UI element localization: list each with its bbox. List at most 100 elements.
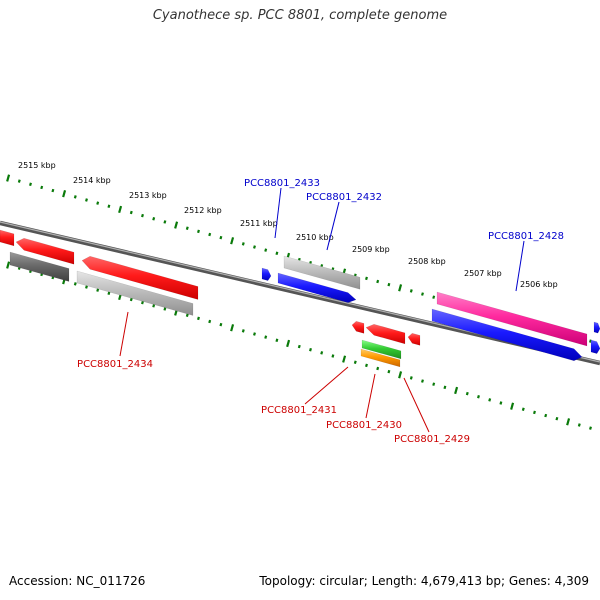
accession-text: Accession: NC_011726 <box>9 574 146 588</box>
tick-mark-upper <box>29 182 32 187</box>
gene-orange[interactable] <box>360 348 401 368</box>
gene-pcc8801-2432[interactable] <box>277 272 357 303</box>
kbp-tick-label: 2513 kbp <box>129 191 167 200</box>
tick-mark-lower <box>275 338 279 343</box>
gene-pcc8801-2431[interactable] <box>351 320 365 334</box>
gene-blue-right[interactable] <box>431 308 583 362</box>
tick-mark-upper <box>197 229 200 234</box>
tick-mark-lower <box>353 360 357 364</box>
gene-blue-edge-lower[interactable] <box>590 339 600 354</box>
tick-mark-lower <box>365 363 368 368</box>
tick-mark-lower <box>96 288 100 292</box>
tick-mark-upper <box>264 248 268 252</box>
tick-mark-lower <box>320 351 324 355</box>
tick-mark-lower <box>521 407 525 412</box>
genome-stats-text: Topology: circular; Length: 4,679,413 bp… <box>259 574 589 588</box>
tick-mark-lower <box>488 398 492 402</box>
tick-mark-upper <box>275 251 279 256</box>
kbp-tick-label: 2512 kbp <box>184 206 222 215</box>
tick-mark-upper <box>141 213 144 218</box>
gene-red-mid[interactable] <box>365 323 406 345</box>
tick-mark-lower <box>241 329 245 333</box>
gene-pcc8801-2433[interactable] <box>261 267 272 281</box>
tick-mark-upper <box>409 289 413 293</box>
tick-mark-lower <box>421 379 424 383</box>
tick-mark-upper <box>253 245 256 249</box>
tick-mark-upper <box>185 226 189 230</box>
tick-mark-upper <box>398 284 403 292</box>
tick-mark-lower <box>6 261 11 269</box>
tick-mark-upper <box>241 242 245 246</box>
gene-label-pcc8801-2431[interactable]: PCC8801_2431 <box>261 405 337 416</box>
tick-mark-lower <box>443 385 447 390</box>
kbp-tick-label: 2509 kbp <box>352 245 390 254</box>
tick-mark-lower <box>253 332 256 336</box>
tick-mark-upper <box>62 190 67 198</box>
gene-red-small[interactable] <box>407 332 421 346</box>
tick-mark-upper <box>107 204 111 208</box>
tick-mark-upper <box>219 235 223 240</box>
tick-mark-lower <box>286 339 291 348</box>
gene-label-pcc8801-2433[interactable]: PCC8801_2433 <box>244 178 320 189</box>
tick-mark-lower <box>510 402 515 410</box>
tick-mark-upper <box>376 279 380 284</box>
map-title: Cyanothece sp. PCC 8801, complete genome <box>152 8 448 23</box>
gene-pcc8801-2428[interactable] <box>436 291 588 347</box>
tick-mark-lower <box>533 410 536 415</box>
tick-mark-lower <box>107 291 111 295</box>
tick-mark-lower <box>264 335 268 339</box>
leader-line-2430 <box>365 373 376 419</box>
tick-mark-lower <box>219 322 223 327</box>
kbp-tick-label: 2507 kbp <box>464 269 502 278</box>
gene-red-long[interactable] <box>81 255 199 300</box>
tick-mark-upper <box>129 210 133 215</box>
gene-label-pcc8801-2432[interactable]: PCC8801_2432 <box>306 192 382 203</box>
tick-mark-lower <box>555 416 559 421</box>
gene-pcc8801-2430[interactable] <box>361 339 402 360</box>
tick-mark-upper <box>6 174 11 182</box>
tick-mark-upper <box>85 198 88 202</box>
gene-darkgray[interactable] <box>9 251 70 282</box>
gene-red-edge[interactable] <box>0 229 15 247</box>
tick-mark-lower <box>185 313 189 317</box>
leader-line-2429 <box>403 377 430 433</box>
tick-mark-upper <box>40 185 44 190</box>
tick-mark-lower <box>208 319 212 324</box>
tick-mark-lower <box>499 401 503 405</box>
tick-mark-lower <box>432 382 436 386</box>
gene-label-pcc8801-2434[interactable]: PCC8801_2434 <box>77 359 153 370</box>
tick-mark-lower <box>409 376 413 380</box>
tick-mark-upper <box>365 276 368 281</box>
tick-mark-upper <box>73 195 77 199</box>
tick-mark-upper <box>208 232 212 237</box>
tick-mark-lower <box>566 418 571 426</box>
tick-mark-upper <box>421 292 424 296</box>
tick-mark-lower <box>465 391 469 396</box>
tick-mark-lower <box>544 413 548 418</box>
gene-blue-edge-upper[interactable] <box>593 321 600 334</box>
gene-pcc8801-2434[interactable] <box>76 270 194 316</box>
kbp-tick-label: 2506 kbp <box>520 280 558 289</box>
kbp-tick-label: 2511 kbp <box>240 219 278 228</box>
tick-mark-lower <box>589 426 592 430</box>
gene-label-pcc8801-2430[interactable]: PCC8801_2430 <box>326 420 402 431</box>
gene-gray-upper[interactable] <box>283 255 361 290</box>
tick-mark-lower <box>129 297 133 302</box>
tick-mark-lower <box>197 316 200 321</box>
tick-mark-lower <box>577 423 581 427</box>
leader-line-2434 <box>119 311 129 357</box>
tick-mark-lower <box>230 324 235 332</box>
tick-mark-lower <box>85 285 88 289</box>
gene-label-pcc8801-2429[interactable]: PCC8801_2429 <box>394 434 470 445</box>
tick-mark-lower <box>163 307 167 311</box>
kbp-tick-label: 2515 kbp <box>18 161 56 170</box>
gene-label-pcc8801-2428[interactable]: PCC8801_2428 <box>488 231 564 242</box>
leader-line-2433 <box>274 187 282 239</box>
tick-mark-lower <box>454 386 459 395</box>
tick-mark-upper <box>152 217 156 221</box>
tick-mark-lower <box>141 300 144 305</box>
gene-red-left[interactable] <box>15 237 75 265</box>
tick-mark-lower <box>477 394 480 399</box>
tick-mark-lower <box>398 371 403 379</box>
